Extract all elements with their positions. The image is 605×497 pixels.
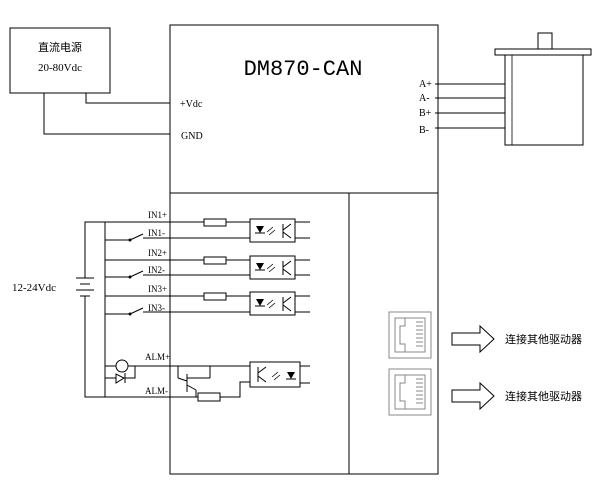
in1-minus-label: IN1- <box>148 228 165 238</box>
alm-plus-label: ALM+ <box>145 352 170 362</box>
rj45-port-1 <box>388 311 432 359</box>
port-1-arrow: 连接其他驱动器 <box>451 324 582 354</box>
io-battery: 12-24Vdc <box>12 221 105 398</box>
motor-pin-a-minus: A- <box>419 93 430 104</box>
alm-minus-label: ALM- <box>145 386 168 396</box>
port-1-label: 连接其他驱动器 <box>505 333 582 346</box>
driver-box: DM870-CAN +Vdc GND <box>169 24 439 475</box>
optocoupler-in3 <box>249 291 310 316</box>
port-2-label: 连接其他驱动器 <box>505 390 582 403</box>
gnd-pin-label: GND <box>181 131 203 142</box>
input-channels: IN1+ IN1- IN2+ IN2- IN3+ IN3- <box>105 210 250 316</box>
io-supply-label: 12-24Vdc <box>12 282 56 294</box>
power-supply-title: 直流电源 <box>38 40 82 54</box>
power-supply-box: 直流电源 20-80Vdc <box>9 27 111 94</box>
vdc-wire <box>85 93 170 104</box>
alarm-output: ALM+ ALM- <box>105 352 310 402</box>
motor-wires <box>435 83 505 129</box>
motor-pin-b-plus: B+ <box>419 108 432 119</box>
optocoupler-in2 <box>249 255 310 280</box>
power-supply-voltage: 20-80Vdc <box>38 62 82 74</box>
port-2-arrow: 连接其他驱动器 <box>451 381 582 411</box>
in1-plus-label: IN1+ <box>148 210 167 220</box>
optocoupler-in1 <box>249 218 310 243</box>
in2-minus-label: IN2- <box>148 265 165 275</box>
in3-minus-label: IN3- <box>148 303 165 313</box>
motor-pin-a-plus: A+ <box>419 79 432 90</box>
motor-pin-b-minus: B- <box>419 125 429 136</box>
driver-model: DM870-CAN <box>244 57 363 82</box>
vdc-pin-label: +Vdc <box>180 99 203 110</box>
rj45-port-2 <box>388 368 432 416</box>
in3-plus-label: IN3+ <box>148 284 167 294</box>
in2-plus-label: IN2+ <box>148 248 167 258</box>
gnd-wire <box>43 93 170 135</box>
stepper-motor <box>494 32 592 146</box>
